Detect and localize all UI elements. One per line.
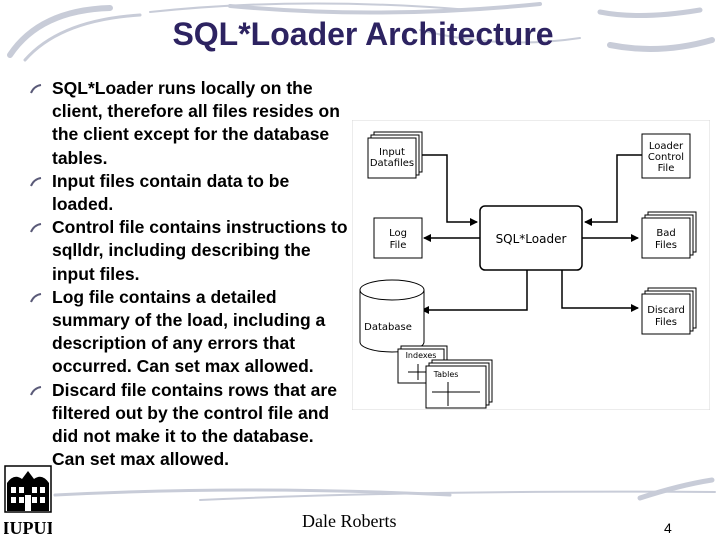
loader-control-file-label-line3: File <box>658 163 675 174</box>
discard-files-label-line2: Files <box>655 317 677 328</box>
bullet-swoosh-icon <box>30 223 42 233</box>
bullet-item: SQL*Loader runs locally on the client, t… <box>30 77 350 170</box>
footer-author: Dale Roberts <box>302 511 397 531</box>
bullet-list: SQL*Loader runs locally on the client, t… <box>30 77 350 471</box>
bullet-swoosh-icon <box>30 385 42 396</box>
log-file-label-line2: File <box>390 240 407 251</box>
bullet-item: Control file contains instructions to sq… <box>30 216 350 286</box>
loader-control-file-label-line2: Control <box>648 152 684 163</box>
input-datafiles-label-line2: Datafiles <box>370 158 414 169</box>
bad-files-label-line1: Bad <box>656 228 675 239</box>
bullet-item: Log file contains a detailed summary of … <box>30 286 350 379</box>
bullet-text: Control file contains instructions to sq… <box>52 217 348 284</box>
input-datafiles-node: Input Datafiles <box>367 131 423 179</box>
loader-control-file-node: Loader Control File <box>641 133 691 179</box>
loader-control-file-label-line1: Loader <box>649 141 684 152</box>
sqlloader-node: SQL*Loader <box>479 205 583 271</box>
iupui-logo-text: IUPUI <box>4 518 52 537</box>
architecture-diagram: Input Datafiles Loader Control File Log … <box>352 120 710 410</box>
database-node: Database <box>359 279 425 353</box>
sqlloader-label: SQL*Loader <box>496 232 567 246</box>
log-file-label-line1: Log <box>389 228 407 239</box>
log-file-node: Log File <box>373 217 423 259</box>
discard-files-node: Discard Files <box>641 287 697 335</box>
bullet-text: SQL*Loader runs locally on the client, t… <box>52 78 340 168</box>
page-title: SQL*Loader Architecture <box>172 16 554 52</box>
bullet-item: Discard file contains rows that are filt… <box>30 379 350 472</box>
bullet-item: Input files contain data to be loaded. <box>30 170 350 216</box>
tables-label: Tables <box>433 370 459 379</box>
bad-files-node: Bad Files <box>641 211 697 259</box>
bad-files-label-line2: Files <box>655 240 677 251</box>
page-number: 4 <box>664 520 672 536</box>
tables-node: Tables <box>425 359 493 409</box>
input-datafiles-label-line1: Input <box>379 147 405 158</box>
bullet-text: Log file contains a detailed summary of … <box>52 286 326 377</box>
bullet-swoosh-icon <box>30 84 42 94</box>
discard-files-label-line1: Discard <box>647 305 685 316</box>
iupui-logo: IUPUI <box>4 465 52 537</box>
bullet-swoosh-icon <box>30 292 42 303</box>
bullet-text: Input files contain data to be loaded. <box>52 170 290 215</box>
bullet-swoosh-icon <box>30 176 42 187</box>
indexes-label: Indexes <box>406 351 437 360</box>
bullet-text: Discard file contains rows that are filt… <box>52 379 337 470</box>
database-label: Database <box>364 322 412 333</box>
